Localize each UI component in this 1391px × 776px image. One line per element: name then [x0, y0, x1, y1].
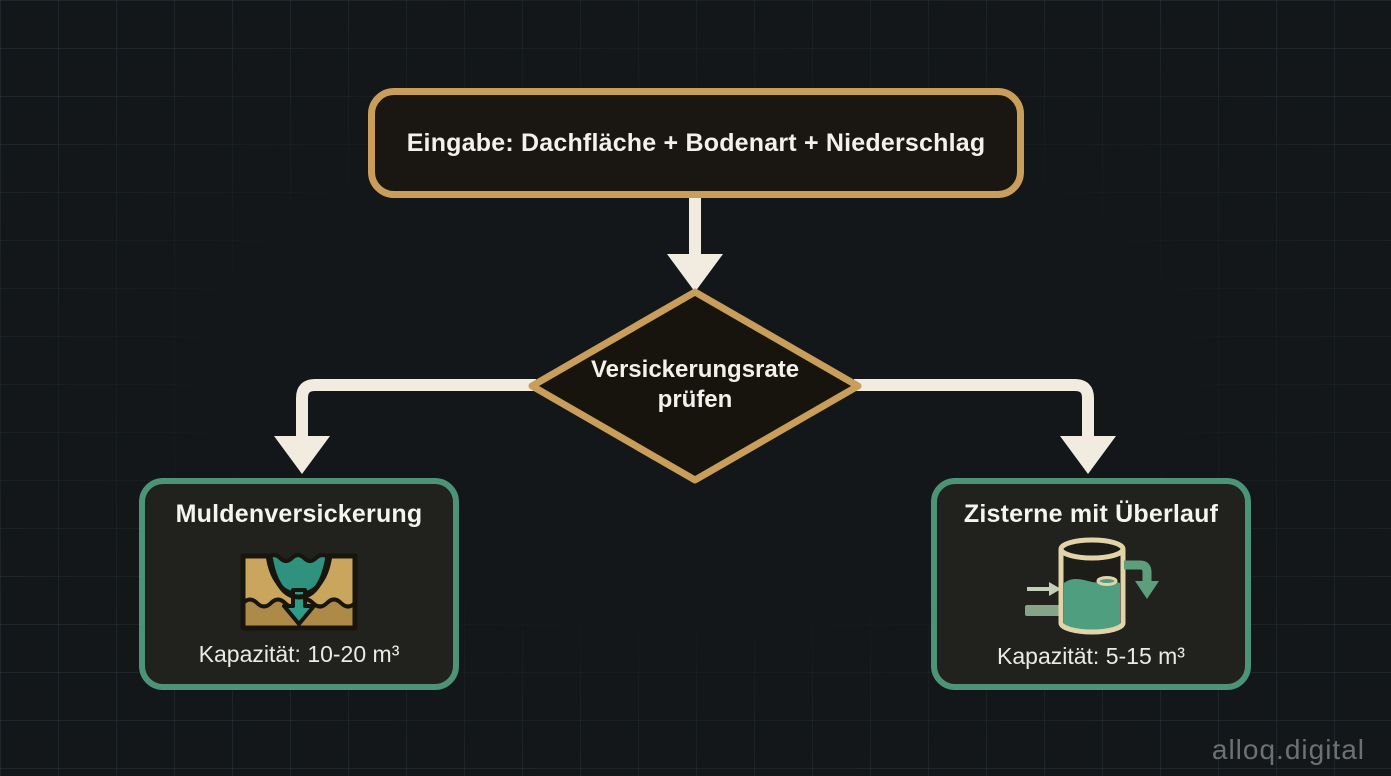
swale-infiltration-icon — [238, 533, 360, 639]
arrow-decision-to-right — [854, 379, 1116, 474]
decision-diamond — [528, 288, 862, 484]
arrow-input-to-decision — [667, 196, 723, 292]
result-node-muldenversickerung: Muldenversickerung Kapazität: 10-20 m³ — [139, 478, 459, 690]
capacity-label: Kapazität: 5-15 m³ — [997, 643, 1185, 669]
arrow-decision-to-left — [274, 379, 536, 474]
result-node-title: Muldenversickerung — [175, 500, 423, 528]
cistern-overflow-icon — [1021, 533, 1161, 641]
watermark: alloq.digital — [1211, 734, 1365, 765]
input-node: Eingabe: Dachfläche + Bodenart + Nieders… — [368, 88, 1024, 198]
result-node-zisterne: Zisterne mit Überlauf Kapazität: 5-15 m³ — [931, 478, 1251, 690]
decision-node-label: Versickerungsrate prüfen — [590, 356, 800, 413]
input-node-label: Eingabe: Dachfläche + Bodenart + Nieders… — [406, 128, 986, 157]
result-node-title: Zisterne mit Überlauf — [963, 500, 1219, 528]
capacity-label: Kapazität: 10-20 m³ — [198, 641, 400, 667]
